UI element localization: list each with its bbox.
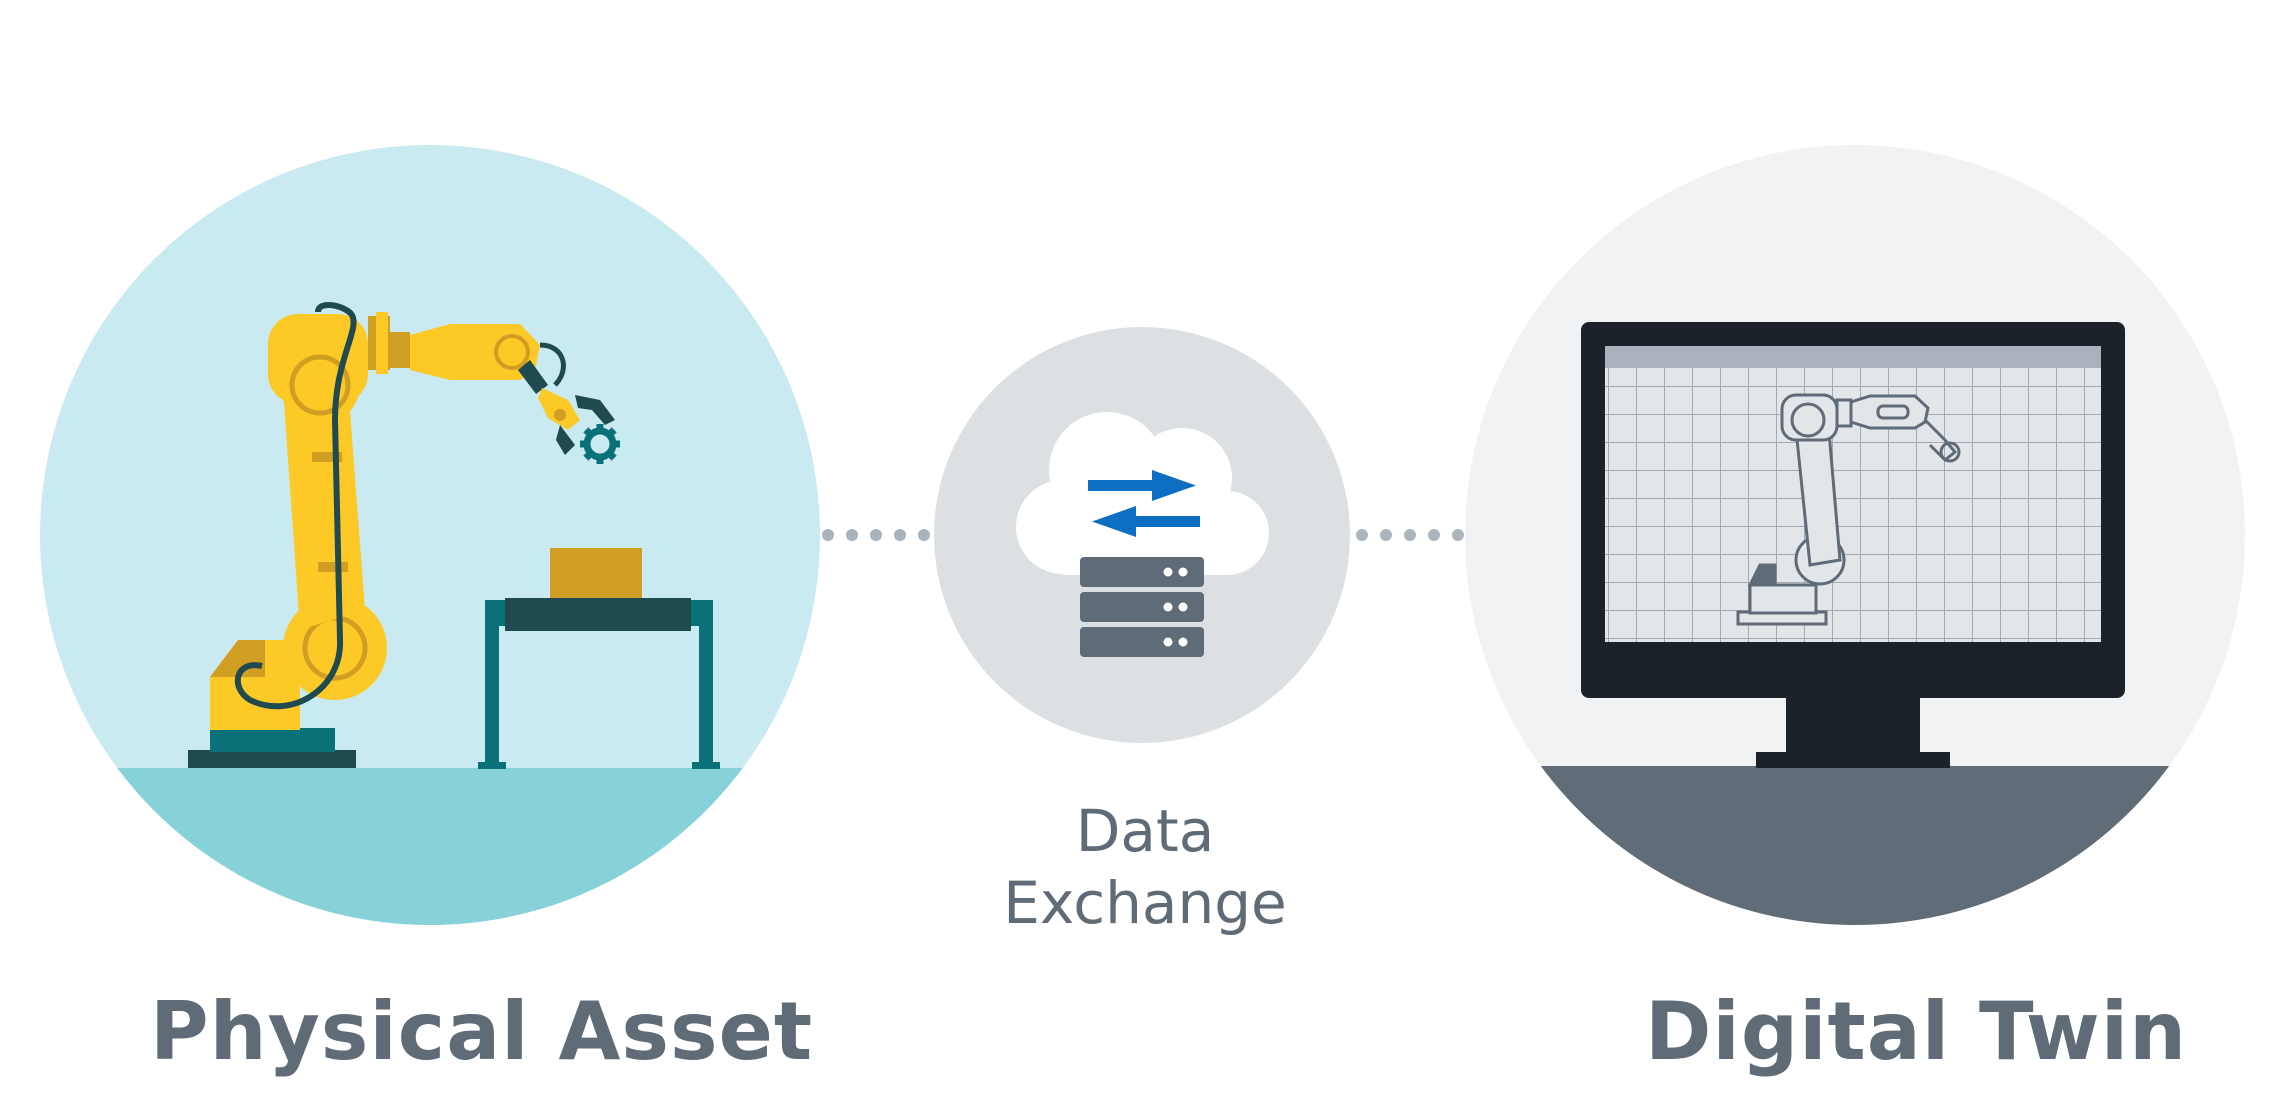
- digital-twin-illustration: [1465, 145, 2245, 925]
- gear-icon: [580, 424, 620, 464]
- connector-dots-left: [822, 529, 930, 541]
- work-table-icon: [478, 548, 720, 769]
- exchange-arrows-icon: [1088, 470, 1200, 537]
- connector-dots-right: [1356, 529, 1464, 541]
- robot-arm-icon: [188, 302, 620, 768]
- physical-asset-illustration: [40, 145, 820, 925]
- server-stack-icon: [1080, 557, 1204, 657]
- data-exchange-illustration: [934, 327, 1350, 743]
- monitor-icon: [1581, 322, 2125, 768]
- data-exchange-line-1: Data: [1075, 797, 1215, 865]
- digital-twin-label: Digital Twin: [1645, 985, 2188, 1078]
- data-exchange-label: Data Exchange: [1000, 795, 1290, 939]
- wireframe-robot-icon: [1736, 393, 1961, 626]
- data-exchange-line-2: Exchange: [1003, 869, 1287, 937]
- physical-asset-label: Physical Asset: [150, 985, 814, 1078]
